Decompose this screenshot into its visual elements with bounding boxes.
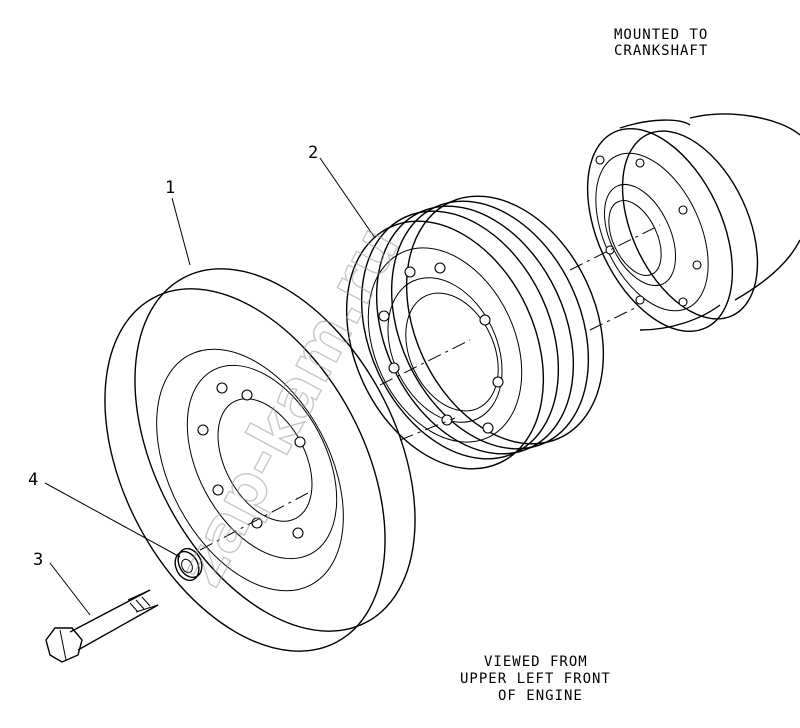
alignment-centerlines [199,224,661,551]
mounted-note-line-1: MOUNTED TO [614,27,708,43]
bolt [45,589,159,663]
mounted-note-line-2: CRANKSHAFT [614,43,708,59]
washer [174,547,203,582]
viewed-note-line-3: OF ENGINE [498,688,583,704]
callout-2: 2 [308,143,318,163]
pulley [345,195,605,470]
crankshaft-hub [586,113,800,333]
leader-lines [44,157,376,616]
viewed-note-line-1: VIEWED FROM [484,654,588,670]
viewed-note-line-2: UPPER LEFT FRONT [460,671,611,687]
damper [104,268,416,652]
callout-3: 3 [33,550,43,570]
callout-4: 4 [28,470,38,490]
callout-1: 1 [165,178,175,198]
